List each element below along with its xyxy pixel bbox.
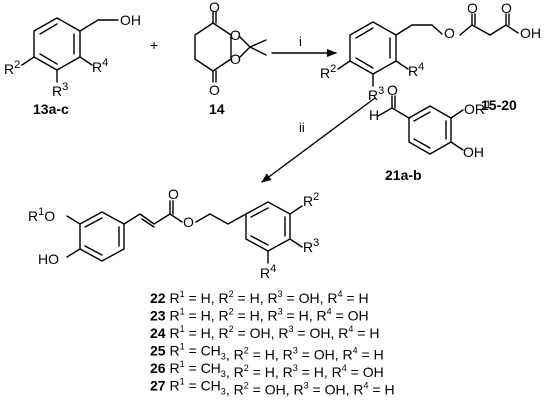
compound-15-ester-o: O	[444, 25, 455, 41]
compound-15-carbonyl-o: O	[467, 0, 478, 16]
product-r2-label: R2	[303, 191, 319, 209]
compound-15-acid-carbonyl-o: O	[501, 0, 512, 16]
legend-row-23: 23 R1 = H, R2 = H, R3 = H, R4 = OH	[150, 307, 369, 324]
reaction-arrow-ii	[261, 97, 376, 183]
compound-13-r3-label: R3	[52, 81, 68, 99]
compound-14-ring-o-top: O	[230, 27, 241, 43]
legend-row-26: 26 R1 = CH3, R2 = H, R3 = H, R4 = OH	[150, 359, 384, 380]
compound-15-20-id: 15-20	[481, 97, 517, 113]
compound-13-r4-label: R4	[92, 57, 108, 75]
legend-row-25: 25 R1 = CH3, R2 = H, R3 = OH, R4 = H	[150, 342, 384, 363]
compound-13-r2-label: R2	[4, 59, 20, 77]
compound-21-aldehyde-o: O	[387, 82, 398, 98]
compound-13-id: 13a-c	[33, 101, 69, 117]
compound-13-hydroxyl-label: OH	[120, 12, 141, 28]
compound-14-structure	[194, 11, 267, 83]
product-carbonyl-o: O	[168, 186, 179, 202]
compound-15-r2-label: R2	[320, 63, 336, 81]
legend-row-27: 27 R1 = CH3, R2 = OH, R3 = OH, R4 = H	[150, 377, 395, 398]
compound-21-h-label: H	[369, 107, 379, 123]
product-r1o-label: R1O	[28, 206, 55, 224]
plus-sign: +	[150, 37, 158, 53]
compound-14-o-bottom: O	[209, 82, 220, 98]
compound-15-20-structure	[337, 13, 519, 87]
compound-14-id: 14	[209, 101, 225, 117]
product-r4-label: R4	[260, 263, 276, 281]
substituent-legend: 22 R1 = H, R2 = H, R3 = OH, R4 = H23 R1 …	[150, 289, 395, 398]
product-ester-o: O	[183, 214, 194, 230]
compound-14-ring-closure	[238, 35, 251, 59]
compound-15-r3-label: R3	[368, 85, 384, 103]
compound-21-structure	[377, 95, 464, 155]
reaction-arrow-i-label: i	[299, 34, 302, 49]
compound-21-id: 21a-b	[385, 167, 422, 183]
compound-21-or1-label: OR1	[464, 99, 491, 117]
compound-15-acid-oh: OH	[520, 25, 541, 41]
product-ho-label: HO	[38, 251, 59, 267]
compound-14-ring-o-bottom: O	[230, 51, 241, 67]
legend-row-22: 22 R1 = H, R2 = H, R3 = OH, R4 = H	[150, 289, 369, 306]
reaction-arrow-ii-label: ii	[299, 120, 305, 135]
compound-14-o-top: O	[209, 0, 220, 15]
legend-row-24: 24 R1 = H, R2 = OH, R3 = OH, R4 = H	[150, 324, 379, 341]
compound-21-oh-label: OH	[463, 144, 484, 160]
compound-13-structure	[21, 17, 119, 83]
product-r3-label: R3	[303, 237, 319, 255]
compound-15-r4-label: R4	[408, 61, 424, 79]
product-structure	[66, 200, 303, 264]
